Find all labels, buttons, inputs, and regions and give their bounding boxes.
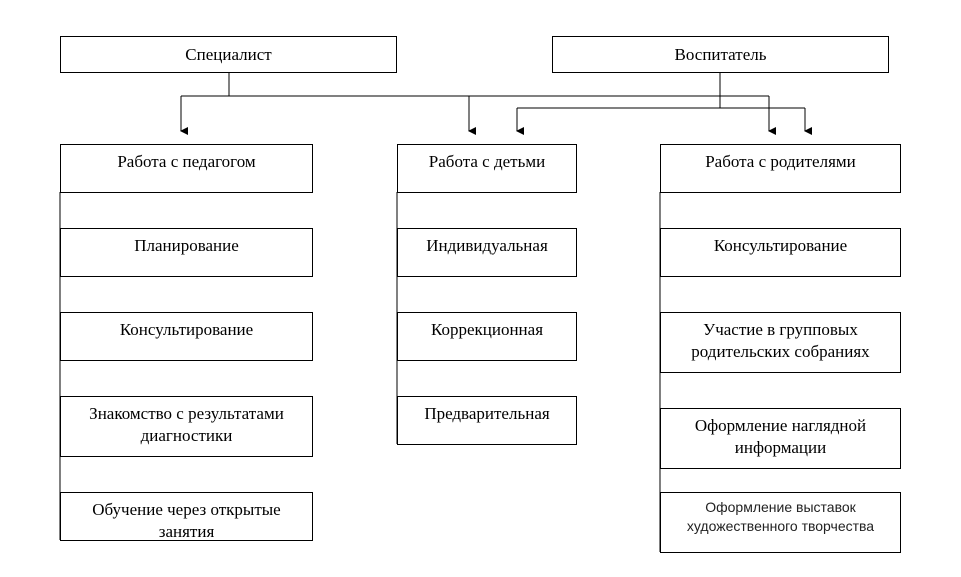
teacher-item-box: Знакомство с результатами диагностики (60, 396, 313, 457)
children-item-box: Коррекционная (397, 312, 577, 361)
children-item-box: Предварительная (397, 396, 577, 445)
parents-item-box: Консультирование (660, 228, 901, 277)
teacher-item-label: Знакомство с результатами диагностики (89, 404, 284, 445)
parents-item-label: Оформление выставок художественного твор… (686, 499, 875, 534)
parents-header-label: Работа с родителями (705, 152, 856, 171)
children-item-box: Индивидуальная (397, 228, 577, 277)
parents-item-label: Консультирование (713, 236, 848, 255)
parents-item-label: Участие в групповых родительских собрани… (691, 320, 870, 361)
teacher-item-box: Обучение через открытые занятия (60, 492, 313, 541)
parents-item-label: Оформление наглядной информации (694, 416, 867, 457)
specialist-label: Специалист (185, 44, 272, 64)
teacher-header-box: Работа с педагогом (60, 144, 313, 193)
educator-label: Воспитатель (674, 44, 767, 64)
children-item-label: Индивидуальная (426, 236, 548, 255)
parents-item-box: Участие в групповых родительских собрани… (660, 312, 901, 373)
parents-item-box: Оформление выставок художественного твор… (660, 492, 901, 553)
parents-header-box: Работа с родителями (660, 144, 901, 193)
teacher-item-label: Обучение через открытые занятия (92, 500, 281, 541)
teacher-item-box: Консультирование (60, 312, 313, 361)
teacher-header-label: Работа с педагогом (117, 152, 256, 171)
teacher-item-label: Консультирование (119, 320, 254, 339)
parents-item-box: Оформление наглядной информации (660, 408, 901, 469)
children-item-label: Коррекционная (430, 320, 544, 339)
teacher-item-label: Планирование (134, 236, 239, 255)
teacher-item-box: Планирование (60, 228, 313, 277)
children-header-label: Работа с детьми (428, 152, 546, 171)
educator-box: Воспитатель (552, 36, 889, 73)
specialist-box: Специалист (60, 36, 397, 73)
children-header-box: Работа с детьми (397, 144, 577, 193)
children-item-label: Предварительная (424, 404, 550, 423)
